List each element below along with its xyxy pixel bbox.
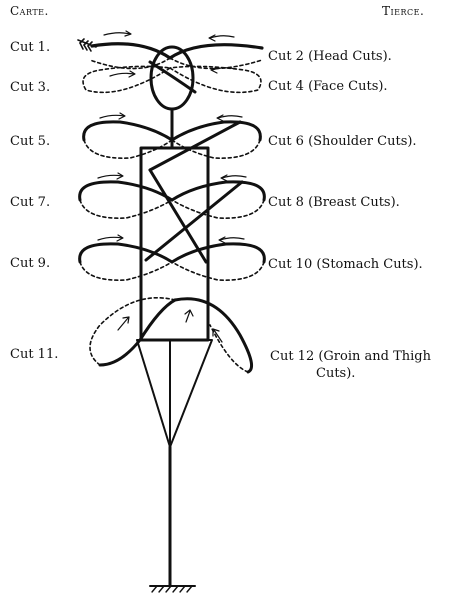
cut-9-dashed xyxy=(79,261,173,281)
arrow-cut-12 xyxy=(213,329,223,343)
cut-6-diagonal xyxy=(148,120,242,172)
cut-6-solid xyxy=(170,120,262,142)
cut-10-solid xyxy=(170,242,266,264)
label-cut-9: Cut 9. xyxy=(10,256,51,271)
cut-2-dashed-path xyxy=(169,57,263,70)
arrow-cut-8 xyxy=(221,175,247,179)
label-cut-10: Cut 10 (Stomach Cuts). xyxy=(268,257,423,272)
label-cut-5: Cut 5. xyxy=(10,134,51,149)
cut-8-solid xyxy=(170,180,266,202)
arrow-cut-3 xyxy=(109,72,135,77)
body-rectangle xyxy=(139,146,210,342)
label-cut-2: Cut 2 (Head Cuts). xyxy=(268,49,392,64)
label-cut-12-line2: Cuts). xyxy=(316,366,356,381)
arrow-cut-9 xyxy=(97,236,123,241)
label-cut-3: Cut 3. xyxy=(10,80,51,95)
label-cut-4: Cut 4 (Face Cuts). xyxy=(268,79,388,94)
cut-11-solid xyxy=(98,298,177,367)
label-cut-7: Cut 7. xyxy=(10,195,51,210)
cut-1-2-solid-path xyxy=(90,42,264,60)
header-carte: Carte. xyxy=(10,4,49,18)
arrow-cut-4 xyxy=(211,67,237,71)
label-cut-12-line1: Cut 12 (Groin and Thigh xyxy=(270,349,431,364)
cut-12-solid xyxy=(173,297,254,374)
arrow-cut-11 xyxy=(117,317,129,331)
arrow-cut-5 xyxy=(99,114,125,119)
cut-8-diagonal xyxy=(144,180,244,262)
label-cut-8: Cut 8 (Breast Cuts). xyxy=(268,195,400,210)
arrow-cut-10 xyxy=(219,237,245,241)
arrow-cut-7 xyxy=(97,174,123,179)
arrow-cut-1 xyxy=(103,32,131,36)
cut-11-dashed xyxy=(89,297,176,366)
hatched-ground-icon xyxy=(149,585,196,593)
arrow-cut-2 xyxy=(209,35,235,39)
cut-6-dashed xyxy=(171,139,261,159)
hilt-triangle xyxy=(136,339,213,448)
label-cut-1: Cut 1. xyxy=(10,40,51,55)
cut-7-diagonal xyxy=(148,168,208,264)
cut-7-solid xyxy=(78,180,174,202)
cut-9-solid xyxy=(78,242,174,264)
cut-10-dashed xyxy=(171,261,265,281)
cut-4-loop xyxy=(169,65,262,94)
label-cut-11: Cut 11. xyxy=(10,347,59,362)
cut-8-dashed xyxy=(171,199,265,219)
arrow-cut-6 xyxy=(217,115,243,119)
header-tierce: Tierce. xyxy=(382,4,425,18)
cut-7-dashed xyxy=(79,199,173,219)
cut-1-dashed-path xyxy=(89,57,171,70)
label-cut-6: Cut 6 (Shoulder Cuts). xyxy=(268,134,417,149)
cut-5-solid xyxy=(82,120,174,142)
cut-3-4-solid xyxy=(148,60,197,94)
cut-3-loop xyxy=(82,65,171,94)
fletched-arrow-icon xyxy=(77,38,97,52)
arrow-cut-12-upper xyxy=(185,310,191,323)
cut-5-dashed xyxy=(83,139,173,159)
